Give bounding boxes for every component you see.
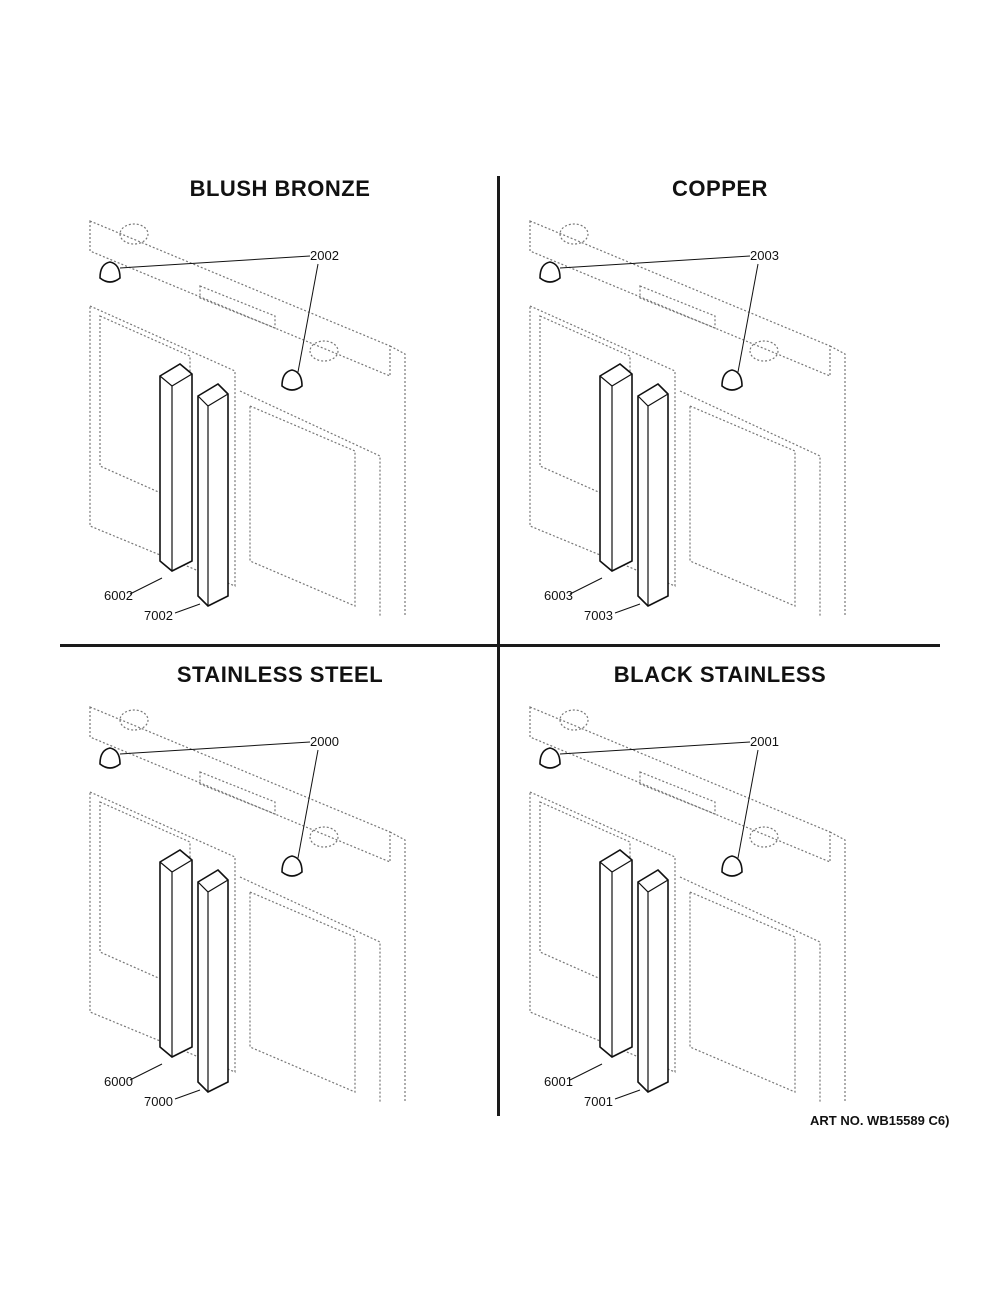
quadrant-title: BLACK STAINLESS — [613, 662, 827, 687]
knob-right-icon — [281, 855, 303, 877]
dial-ring-left — [559, 709, 589, 731]
oven-drawing — [529, 220, 846, 616]
handle-right-edges — [637, 393, 669, 606]
horizontal-divider — [60, 644, 940, 647]
quadrant-title: STAINLESS STEEL — [176, 662, 384, 687]
display-window — [199, 771, 276, 815]
callout-knob: 2001 — [750, 734, 779, 749]
handle-right-icon — [637, 382, 669, 607]
handle-left-edges — [159, 373, 193, 571]
lower-door-outline — [689, 405, 796, 607]
cabinet-edge — [389, 831, 406, 1102]
knob-right-icon — [281, 369, 303, 391]
handle-right-icon — [197, 382, 229, 607]
control-panel-outline — [89, 220, 391, 377]
handle-left-icon — [599, 363, 633, 572]
art-number: ART NO. WB15589 C6) — [810, 1113, 950, 1128]
dial-ring-right — [749, 826, 779, 848]
leader-handle-right — [614, 1089, 641, 1100]
handle-left-edges — [599, 859, 633, 1057]
quadrant-title: COPPER — [672, 176, 768, 201]
callout-handle-left: 6003 — [544, 588, 573, 603]
door-frame-right — [679, 390, 821, 616]
leader-knob-left — [559, 255, 751, 269]
handle-right-edges — [637, 879, 669, 1092]
lower-door-outline — [249, 891, 356, 1093]
handle-left-edges — [159, 859, 193, 1057]
handle-right-edges — [197, 879, 229, 1092]
quadrant-black-stainless: BLACK STAINLESS 2001 6001 7001 — [500, 662, 940, 1132]
cabinet-edge — [829, 831, 846, 1102]
knob-right-icon — [721, 855, 743, 877]
door-frame-left — [529, 791, 676, 1073]
callout-handle-left: 6001 — [544, 1074, 573, 1089]
leader-knob-left — [119, 741, 311, 755]
dial-ring-left — [119, 709, 149, 731]
leader-knob-right — [737, 749, 759, 859]
handle-right-icon — [637, 868, 669, 1093]
leader-knob-left — [119, 255, 311, 269]
leader-knob-right — [297, 749, 319, 859]
callout-handle-left: 6000 — [104, 1074, 133, 1089]
cabinet-edge — [389, 345, 406, 616]
lower-door-outline — [249, 405, 356, 607]
dial-ring-left — [559, 223, 589, 245]
leader-handle-right — [174, 1089, 201, 1100]
lower-door-outline — [689, 891, 796, 1093]
knob-left-icon — [99, 261, 121, 283]
door-frame-left — [89, 791, 236, 1073]
dial-ring-right — [749, 340, 779, 362]
door-frame-right — [679, 876, 821, 1102]
callout-knob: 2000 — [310, 734, 339, 749]
callout-handle-right: 7000 — [144, 1094, 173, 1109]
callout-handle-left: 6002 — [104, 588, 133, 603]
display-window — [639, 285, 716, 329]
leader-handle-right — [614, 603, 641, 614]
leader-knob-right — [297, 263, 319, 373]
door-frame-right — [239, 876, 381, 1102]
leader-handle-right — [174, 603, 201, 614]
callout-knob: 2003 — [750, 248, 779, 263]
handle-right-edges — [197, 393, 229, 606]
knob-left-icon — [539, 261, 561, 283]
dial-ring-right — [309, 826, 339, 848]
handle-right-icon — [197, 868, 229, 1093]
handle-left-edges — [599, 373, 633, 571]
oven-drawing — [89, 706, 406, 1102]
oven-drawing — [89, 220, 406, 616]
quadrant-copper: COPPER 2003 6003 7003 — [500, 176, 940, 646]
display-window — [639, 771, 716, 815]
callout-handle-right: 7002 — [144, 608, 173, 623]
handle-left-icon — [599, 849, 633, 1058]
door-frame-left — [89, 305, 236, 587]
handle-left-icon — [159, 849, 193, 1058]
knob-right-icon — [721, 369, 743, 391]
handle-left-icon — [159, 363, 193, 572]
dial-ring-left — [119, 223, 149, 245]
leader-handle-left — [569, 1063, 603, 1081]
oven-drawing — [529, 706, 846, 1102]
control-panel-outline — [529, 220, 831, 377]
dial-ring-right — [309, 340, 339, 362]
control-panel-outline — [529, 706, 831, 863]
display-window — [199, 285, 276, 329]
quadrant-blush-bronze: BLUSH BRONZE 2002 6002 7002 — [60, 176, 500, 646]
door-frame-left — [529, 305, 676, 587]
leader-knob-right — [737, 263, 759, 373]
door-frame-right — [239, 390, 381, 616]
callout-handle-right: 7003 — [584, 608, 613, 623]
knob-left-icon — [99, 747, 121, 769]
leader-handle-left — [129, 1063, 163, 1081]
control-panel-outline — [89, 706, 391, 863]
quadrant-stainless-steel: STAINLESS STEEL 2000 6000 7000 — [60, 662, 500, 1132]
quadrant-title: BLUSH BRONZE — [189, 176, 371, 201]
callout-handle-right: 7001 — [584, 1094, 613, 1109]
leader-knob-left — [559, 741, 751, 755]
knob-left-icon — [539, 747, 561, 769]
callout-knob: 2002 — [310, 248, 339, 263]
leader-handle-left — [129, 577, 163, 595]
cabinet-edge — [829, 345, 846, 616]
leader-handle-left — [569, 577, 603, 595]
